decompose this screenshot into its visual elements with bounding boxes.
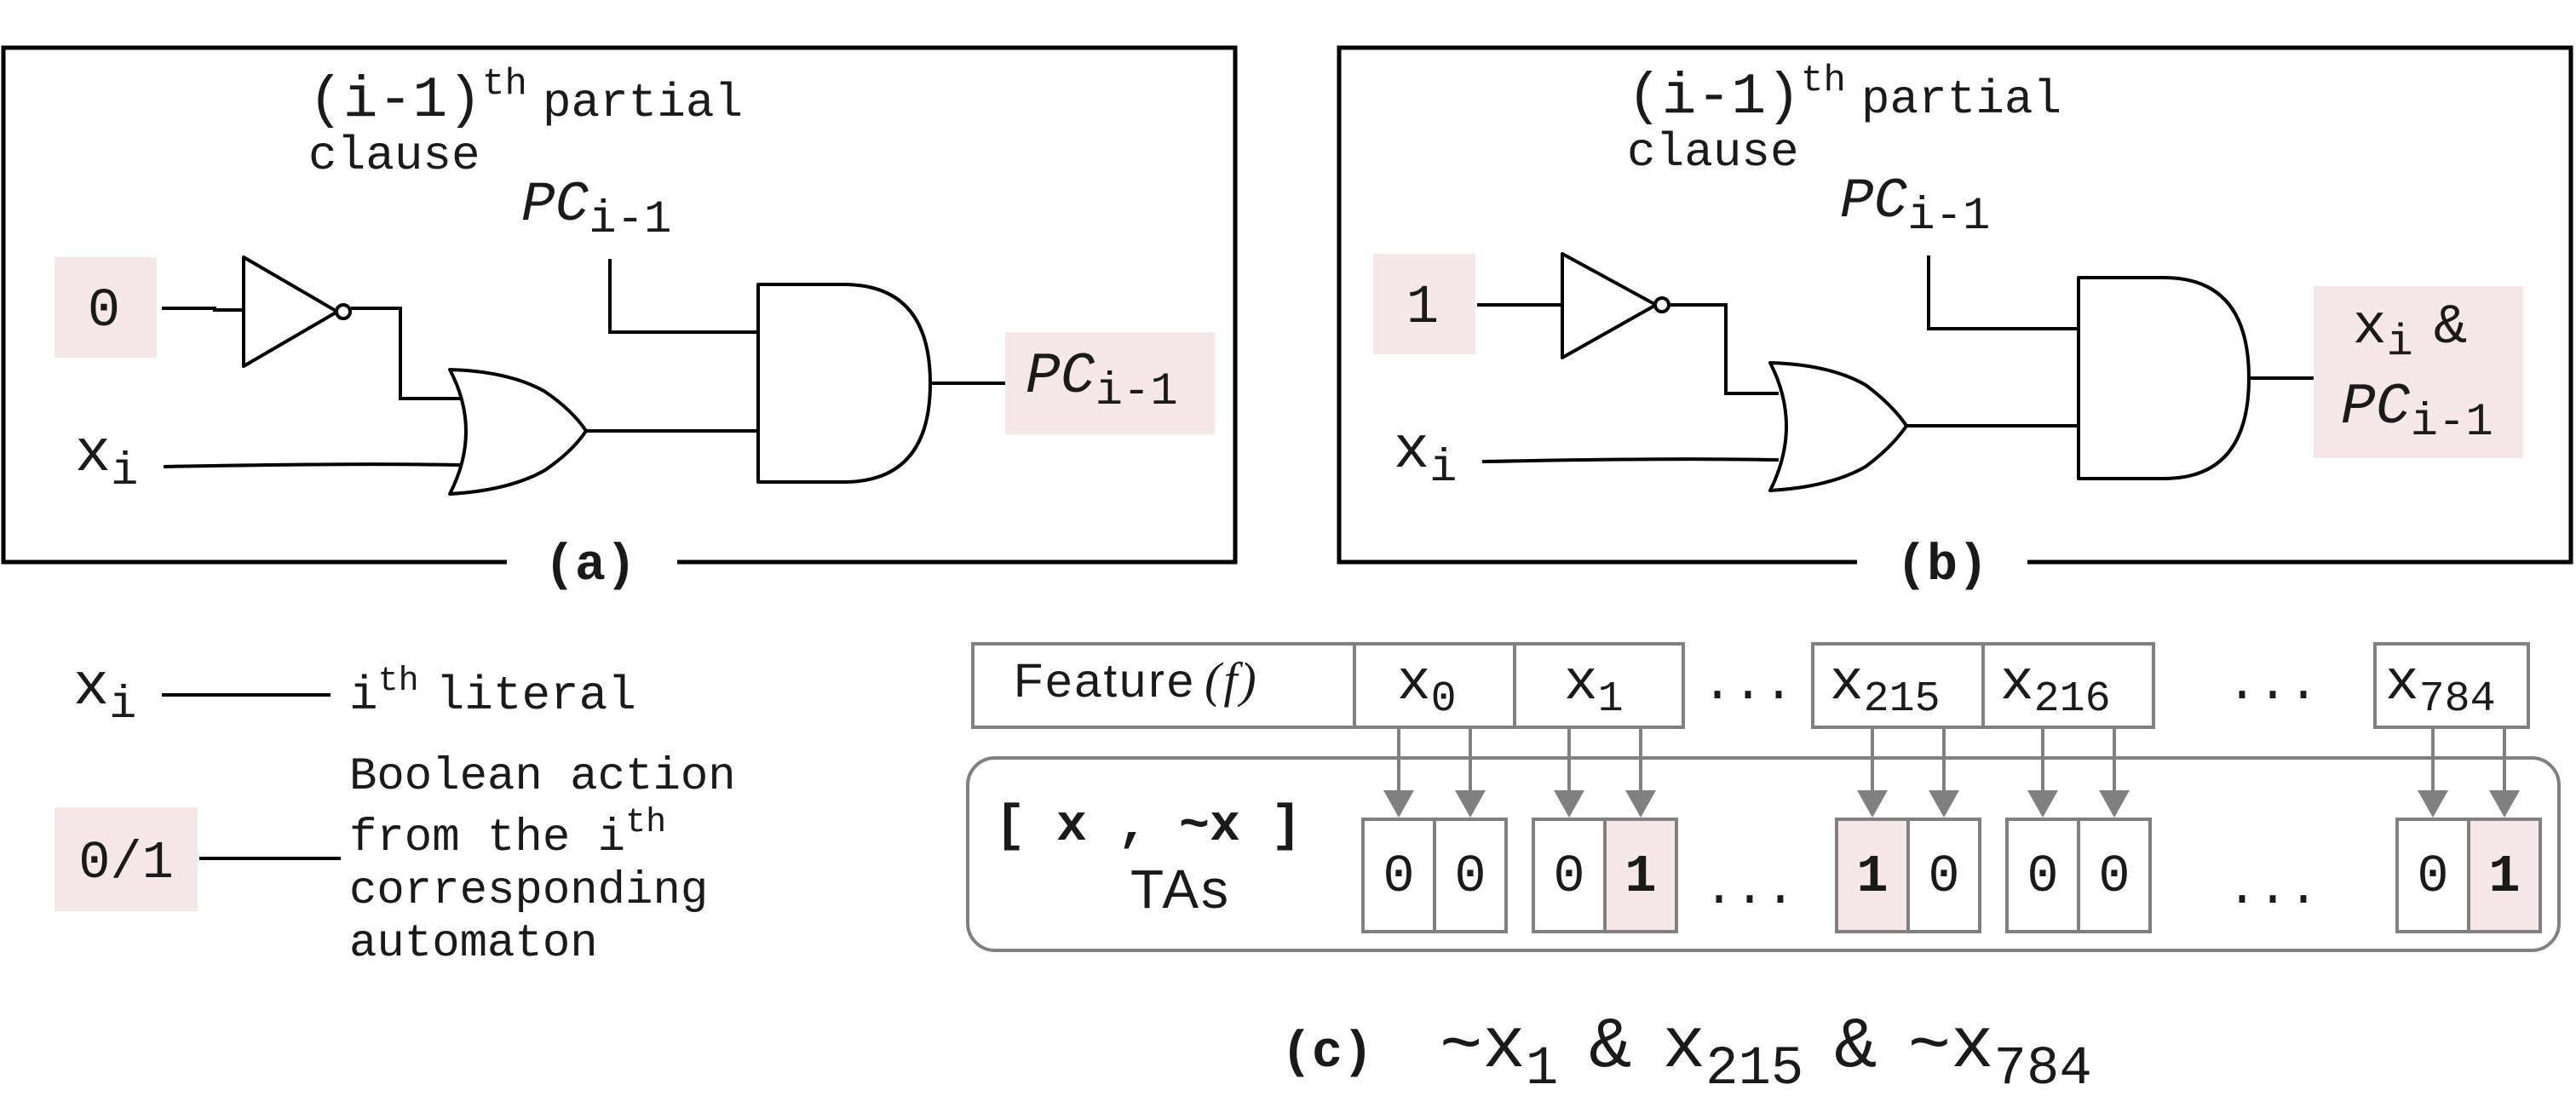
panel-a-output-box bbox=[1005, 332, 1215, 434]
feature-cell-x1 bbox=[1513, 642, 1685, 729]
panel-b-output-box bbox=[2314, 286, 2523, 458]
ta-arrowhead bbox=[2489, 790, 2520, 818]
legend-action-line3: corresponding bbox=[349, 865, 708, 917]
feature-cells: x0 x1 ... x215 x216 ... x784 bbox=[1353, 642, 2530, 729]
ta-ellipsis-2: ... bbox=[2227, 861, 2319, 919]
panel-c-caption: (c) bbox=[1281, 1024, 1373, 1082]
ta-cell bbox=[1532, 818, 1607, 933]
legend-action-symbol: 0/1 bbox=[78, 833, 174, 893]
ta-cell-value: 0 bbox=[1553, 846, 1584, 907]
ta-cell-value: 0 bbox=[2027, 846, 2058, 907]
legend-action-line1: Boolean action bbox=[349, 751, 736, 803]
panel-b-or-gate bbox=[1768, 361, 1908, 492]
feature-cell-x784-label: x784 bbox=[2385, 651, 2496, 724]
ta-cell bbox=[1835, 818, 1910, 933]
panel-b-not-gate bbox=[1561, 252, 1658, 359]
ta-ellipsis-1: ... bbox=[1704, 861, 1796, 919]
feature-cell-x215-label: x215 bbox=[1830, 651, 1941, 724]
ta-cell bbox=[1603, 818, 1678, 933]
ta-cell bbox=[1906, 818, 1981, 933]
ta-cell-value: 1 bbox=[1856, 846, 1888, 907]
panel-b-pc-label: PCi-1 bbox=[1840, 169, 1990, 243]
panel-a-literal: xi bbox=[75, 422, 138, 498]
feature-cell-x1-label: x1 bbox=[1564, 651, 1624, 724]
ta-arrowhead bbox=[1857, 790, 1888, 818]
panel-c: Feature(f) x0 x1 ... x215 x216 ... x784 bbox=[966, 642, 2561, 1100]
panel-b-clause-title-line2: clause bbox=[1627, 125, 1799, 180]
panel-b-input-box bbox=[1373, 254, 1475, 354]
ta-arrowhead bbox=[1383, 790, 1414, 818]
panel-b-frame bbox=[1337, 45, 2573, 565]
panel-b-literal: xi bbox=[1394, 418, 1457, 495]
feature-cell-x784 bbox=[2373, 642, 2530, 729]
panel-b-and-gate bbox=[2077, 276, 2251, 480]
ta-arrowhead bbox=[1929, 790, 1959, 818]
ta-cell-value: 1 bbox=[2488, 846, 2520, 907]
feature-cell-x216-label: x216 bbox=[2000, 651, 2111, 724]
ta-cell-value: 0 bbox=[1454, 846, 1486, 907]
ta-cell-value: 0 bbox=[1383, 846, 1414, 907]
ta-arrows bbox=[1383, 729, 2520, 818]
panel-a-clause-title-line2: clause bbox=[308, 129, 480, 183]
ta-cell bbox=[2005, 818, 2080, 933]
feature-ellipsis-2: ... bbox=[2227, 657, 2319, 714]
feature-cell-x0-label: x0 bbox=[1397, 651, 1457, 724]
panel-a-pc-label: PCi-1 bbox=[521, 173, 671, 246]
panel-b-not-bubble bbox=[1653, 296, 1670, 313]
feature-cell-x0 bbox=[1353, 642, 1516, 729]
ta-label-line1: [ x , ~x ] bbox=[995, 798, 1302, 856]
panel-c-expression: ~x1&x215&~x784 bbox=[1440, 1007, 2092, 1100]
panel-a-input-value: 0 bbox=[88, 281, 120, 342]
panel-a-input-box bbox=[55, 257, 157, 358]
panel-a-not-gate bbox=[242, 255, 339, 368]
ta-arrowhead bbox=[2099, 790, 2130, 818]
ta-arrowhead bbox=[1455, 790, 1486, 818]
ta-cell bbox=[2395, 818, 2470, 933]
panel-b-caption: (b) bbox=[1896, 537, 1988, 595]
feature-cell-x216 bbox=[1981, 642, 2155, 729]
legend-literal-symbol: xi bbox=[73, 655, 136, 732]
legend-action-line2: from the ith bbox=[349, 804, 666, 864]
legend-action-box bbox=[55, 807, 198, 911]
ta-label-line2: TAs bbox=[1130, 858, 1231, 920]
ta-cell bbox=[2077, 818, 2152, 933]
panel-a-caption: (a) bbox=[544, 537, 636, 595]
ta-cell-value: 0 bbox=[2417, 846, 2448, 907]
ta-cell bbox=[2467, 818, 2542, 933]
panel-a-and-gate bbox=[756, 283, 932, 484]
feature-cell-x215 bbox=[1811, 642, 1985, 729]
ta-cell-value: 1 bbox=[1624, 846, 1656, 907]
panel-a-not-bubble bbox=[335, 303, 352, 320]
ta-cell-value: 0 bbox=[1928, 846, 1959, 907]
ta-cell-value: 0 bbox=[2098, 846, 2130, 907]
panel-b-input-value: 1 bbox=[1406, 278, 1439, 339]
ta-arrowhead bbox=[1625, 790, 1656, 818]
ta-arrowhead bbox=[1554, 790, 1584, 818]
feature-ellipsis-1: ... bbox=[1702, 657, 1794, 714]
panel-a-or-gate bbox=[448, 368, 588, 496]
panel-b-output-pc: PCi-1 bbox=[2341, 375, 2493, 449]
ta-arrowhead bbox=[2418, 790, 2448, 818]
ta-cell bbox=[1361, 818, 1436, 933]
ta-arrowhead bbox=[2027, 790, 2058, 818]
panel-b-output-line1: xi& bbox=[2353, 296, 2467, 368]
legend-action-line4: automaton bbox=[349, 918, 598, 970]
ta-cell bbox=[1433, 818, 1508, 933]
feature-label: Feature(f) bbox=[1014, 652, 1259, 708]
panel-a-output-pc: PCi-1 bbox=[1026, 344, 1178, 418]
